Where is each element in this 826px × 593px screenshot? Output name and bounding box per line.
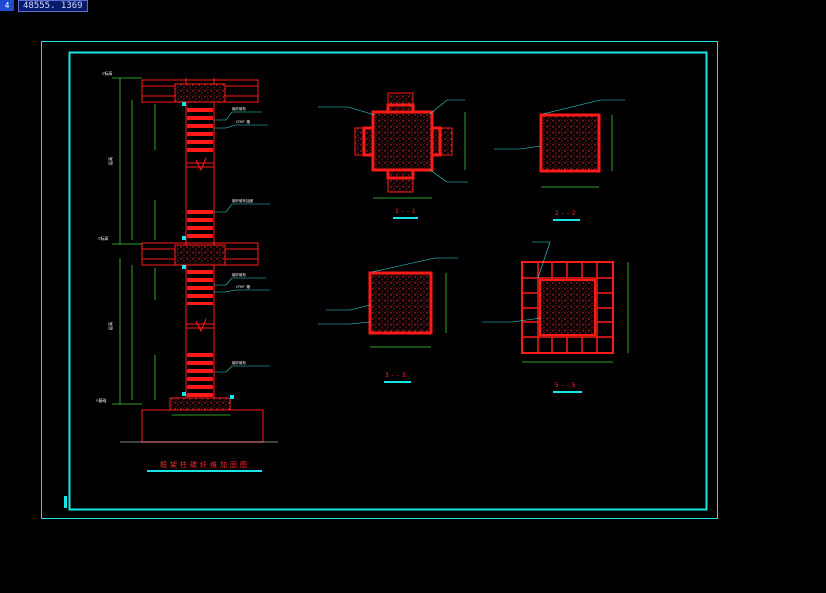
column-elevation: ▽标高 ▽标高 ▽基础 层高 层高 碳纤维布 CFRP 箍 碳纤维布加固 碳纤维… [96,70,278,443]
svg-text:▽标高: ▽标高 [102,70,112,76]
coordinate-readout-bar: 4 48555. 1369 [0,0,88,12]
frame-tick [64,496,67,508]
coordinate-readout: 48555. 1369 [18,0,88,12]
section-3-3-detail [318,257,458,383]
svg-text:层高: 层高 [107,157,113,165]
svg-text:▽标高: ▽标高 [98,235,108,241]
svg-text:碳纤维布: 碳纤维布 [232,106,246,111]
svg-text:CFRP 箍: CFRP 箍 [236,119,251,124]
section-label-3-3: 3--3 [385,372,408,379]
section-label-2-2: 2--2 [555,210,578,217]
svg-text:CFRP 箍: CFRP 箍 [236,284,251,289]
svg-text:▽基础: ▽基础 [96,397,106,403]
drawing-title: 框架柱碳纤维加固图 [160,461,250,469]
svg-text:碳纤维布: 碳纤维布 [232,272,246,277]
section-1-1-detail [318,92,468,219]
ucs-marker: 4 [0,0,14,11]
svg-text:层高: 层高 [107,322,113,330]
section-label-5-5: 5--5 [555,382,578,389]
section-5-5-detail [482,241,629,393]
inner-frame [68,51,708,511]
outer-frame [41,41,718,519]
svg-text:碳纤维布: 碳纤维布 [232,360,246,365]
section-2-2-detail [494,99,625,221]
svg-text:碳纤维布加固: 碳纤维布加固 [232,198,253,203]
section-label-1-1: 1--1 [395,208,418,215]
